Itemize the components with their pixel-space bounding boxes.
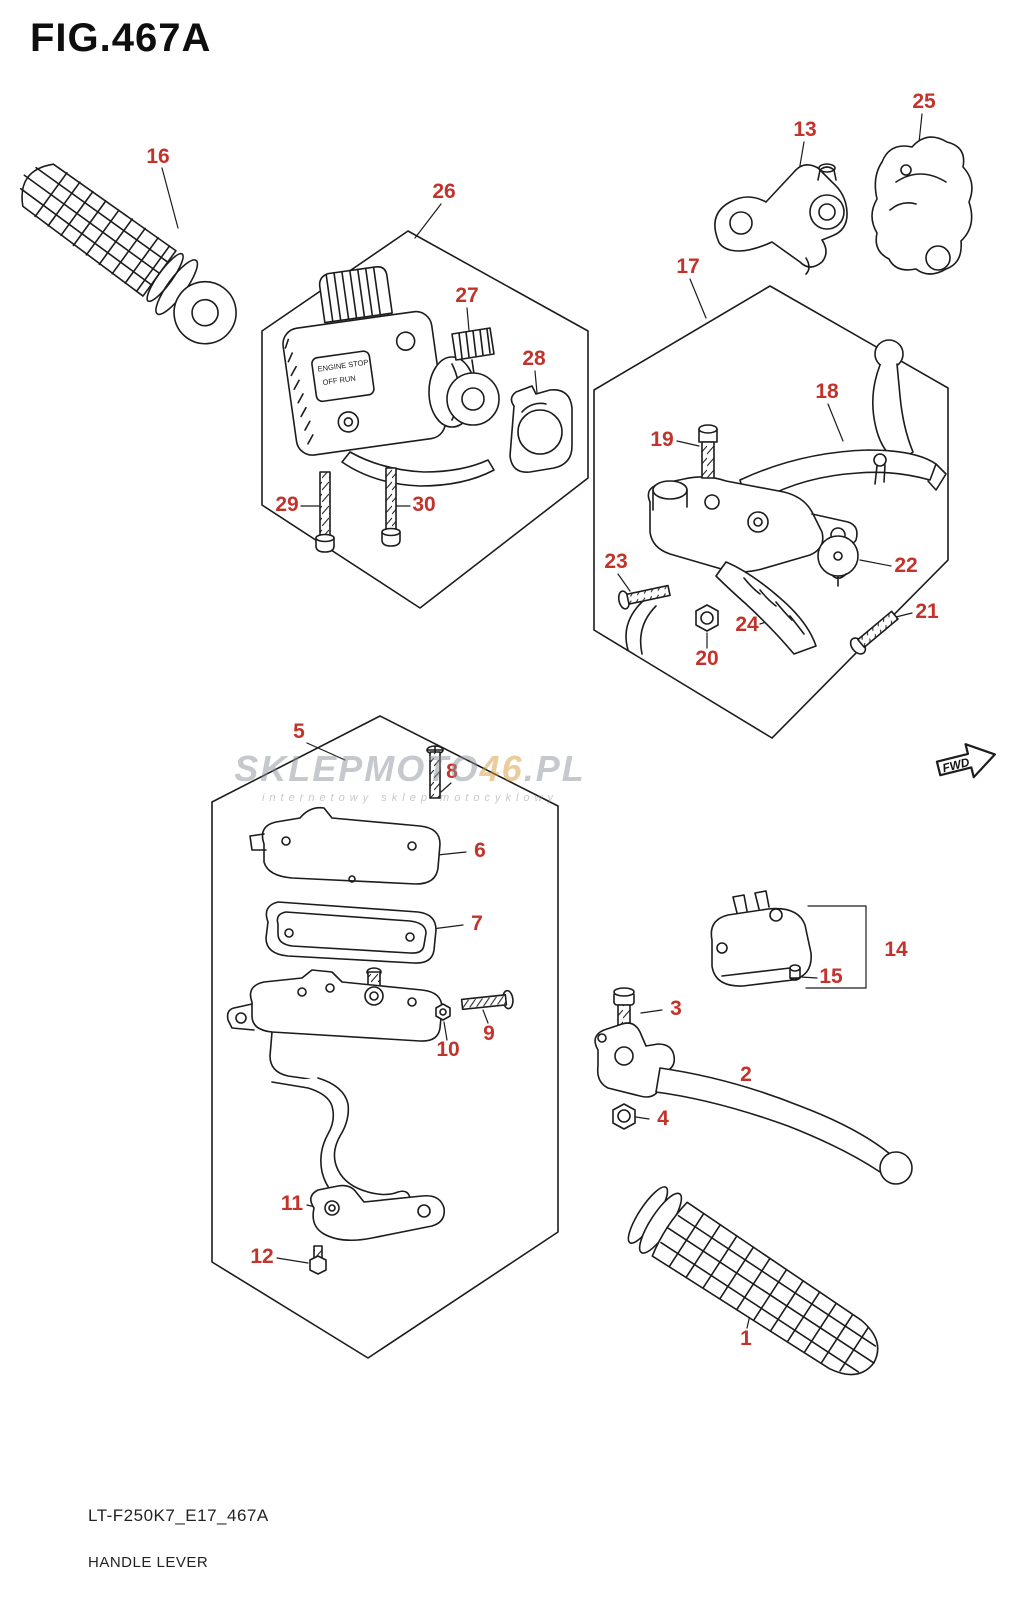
callout-15: 15: [819, 965, 843, 988]
callout-26: 26: [432, 180, 456, 203]
part-29-screw: [315, 471, 335, 553]
part-17-boundary: [593, 285, 949, 739]
fwd-label: FWD: [941, 755, 971, 775]
part-28-clamp: [509, 385, 573, 473]
part-24-lever-boot: [715, 561, 817, 655]
callout-4: 4: [657, 1107, 669, 1130]
part-13-lever-bracket: [714, 163, 848, 275]
part-17-brake-assembly: [593, 285, 949, 739]
callout-14: 14: [884, 938, 908, 961]
part-5-throttle-case-group: [211, 715, 559, 1359]
callout-5: 5: [293, 720, 305, 743]
callout-20: 20: [695, 647, 719, 670]
callout-25: 25: [912, 90, 936, 113]
part-26-boundary: [261, 230, 589, 609]
part-22-adjuster: [817, 535, 859, 587]
part-30-screw: [381, 467, 401, 547]
callout-7: 7: [471, 912, 483, 935]
part-9-screw: [460, 989, 514, 1011]
part-19-bolt: [698, 424, 718, 479]
footer: LT-F250K7_E17_467A HANDLE LEVER: [88, 1506, 269, 1571]
callout-21: 21: [915, 600, 939, 623]
callout-28: 28: [522, 347, 546, 370]
part-12-bolt: [309, 1245, 327, 1275]
callout-8: 8: [446, 760, 458, 783]
part-27-connector: [446, 327, 500, 426]
callout-24: 24: [735, 613, 759, 636]
part-2-brake-lever: [594, 1022, 913, 1185]
part-25-lever-holder: [871, 136, 973, 275]
figure-name: HANDLE LEVER: [88, 1554, 209, 1571]
part-8-screw: [426, 745, 444, 799]
callout-18: 18: [815, 380, 839, 403]
callout-27: 27: [455, 284, 479, 307]
part-20-nut: [695, 604, 719, 632]
part-16-left-grip: [19, 163, 237, 345]
part-7-gasket: [265, 901, 437, 964]
part-14-bracket: [805, 905, 867, 989]
callout-17: 17: [676, 255, 700, 278]
callout-22: 22: [894, 554, 918, 577]
part-26-switch-assembly: ENGINE STOP OFF RUN: [261, 230, 589, 609]
callout-16: 16: [146, 145, 170, 168]
part-5-boundary: [211, 715, 559, 1359]
part-14-switch: [710, 890, 867, 989]
callout-13: 13: [793, 118, 817, 141]
callout-3: 3: [670, 997, 682, 1020]
part-4-nut: [612, 1103, 636, 1130]
callout-6: 6: [474, 839, 486, 862]
fwd-arrow: FWD: [935, 743, 996, 779]
part-1-right-grip: [627, 1186, 879, 1376]
callout-11: 11: [280, 1192, 304, 1215]
figure-code: LT-F250K7_E17_467A: [88, 1506, 269, 1525]
part-11-bracket: [310, 1184, 446, 1242]
callout-1: 1: [740, 1327, 752, 1350]
callout-10: 10: [436, 1038, 460, 1061]
part-21-screw: [849, 610, 899, 655]
callout-12: 12: [250, 1245, 274, 1268]
callout-9: 9: [483, 1022, 495, 1045]
part-10-nut: [435, 1003, 451, 1021]
part-15-screw: [789, 964, 801, 981]
callout-2: 2: [740, 1063, 752, 1086]
callout-19: 19: [650, 428, 674, 451]
part-6-cover: [249, 806, 441, 885]
part-23-screw: [617, 584, 671, 610]
callout-23: 23: [604, 550, 628, 573]
figure-title: FIG.467A: [30, 16, 212, 60]
leader-lines: [161, 113, 923, 1329]
callout-30: 30: [412, 493, 436, 516]
callout-29: 29: [275, 493, 299, 516]
